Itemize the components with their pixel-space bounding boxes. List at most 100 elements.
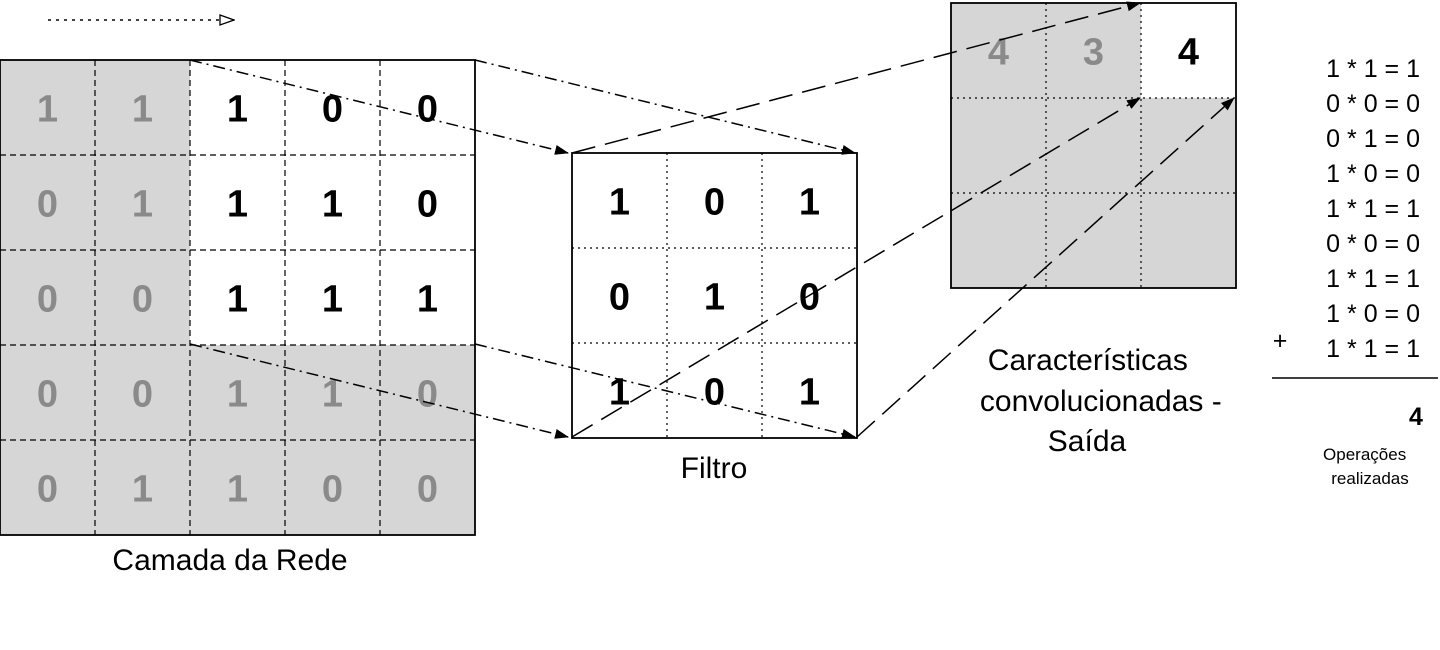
layer-cell: [380, 60, 475, 155]
filter-value: 1: [609, 372, 630, 414]
operation-line: 1 * 1 = 1: [1326, 55, 1420, 83]
connector-line: [571, 1, 1141, 154]
layer-value: 1: [227, 184, 248, 226]
layer-cell: [380, 155, 475, 250]
output-cell: [1141, 193, 1236, 288]
output-value: 4: [988, 32, 1009, 74]
layer-value: 1: [322, 184, 343, 226]
layer-value: 1: [227, 279, 248, 321]
operations-caption-line: realizadas: [1331, 469, 1409, 488]
output-label: Características convolucionadas - Saída: [980, 344, 1230, 458]
layer-border: [0, 59, 476, 536]
filter-border: [571, 152, 858, 439]
operations-caption: Operações realizadas: [1323, 445, 1411, 488]
layer-cell: [285, 440, 380, 535]
layer-cell: [190, 250, 285, 345]
layer-cell: [285, 60, 380, 155]
filter-value: 1: [704, 277, 725, 319]
filter-value: 1: [799, 372, 820, 414]
layer-cell: [285, 155, 380, 250]
filter-label: Filtro: [681, 452, 748, 485]
layer-cell: [190, 345, 285, 440]
output-cell: [951, 98, 1046, 193]
filter-cell: [667, 153, 762, 248]
layer-value: 1: [227, 374, 248, 416]
layer-value: 1: [132, 89, 153, 131]
output-border: [950, 2, 1237, 289]
layer-value: 0: [322, 469, 343, 511]
layer-value: 0: [37, 374, 58, 416]
output-label-line: convolucionadas -: [980, 385, 1222, 418]
operation-line: 1 * 0 = 0: [1326, 300, 1420, 328]
filter-value: 1: [799, 182, 820, 224]
layer-cell: [95, 155, 190, 250]
layer-value: 1: [132, 184, 153, 226]
layer-value: 1: [417, 279, 438, 321]
layer-value: 0: [322, 89, 343, 131]
layer-cell: [95, 250, 190, 345]
layer-cell: [95, 345, 190, 440]
filter-value: 0: [609, 277, 630, 319]
output-cell: [1141, 98, 1236, 193]
layer-cell: [380, 345, 475, 440]
layer-value: 0: [37, 469, 58, 511]
operations-list: 1 * 1 = 1 0 * 0 = 0 0 * 1 = 0 1 * 0 = 0 …: [1272, 55, 1438, 488]
layer-value: 1: [227, 89, 248, 131]
operations-caption-line: Operações: [1323, 445, 1406, 464]
filter-cell: [762, 343, 857, 438]
filter-cell: [572, 153, 667, 248]
filter-to-output-connectors: [571, 1, 1235, 438]
filter-value: 0: [704, 372, 725, 414]
operation-line: 1 * 1 = 1: [1326, 335, 1420, 363]
filter-cell: [762, 153, 857, 248]
layer-value: 1: [322, 279, 343, 321]
layer-value: 1: [227, 469, 248, 511]
output-cell: [1046, 98, 1141, 193]
output-value: 4: [1178, 32, 1199, 74]
output-label-line: Saída: [1048, 425, 1127, 458]
layer-cell: [0, 250, 95, 345]
operations-total: 4: [1409, 403, 1423, 431]
operation-line: 1 * 1 = 1: [1326, 265, 1420, 293]
filter-cell: [572, 248, 667, 343]
output-grid: 4 3 4: [950, 2, 1237, 289]
layer-value: 1: [322, 374, 343, 416]
output-cell: [951, 3, 1046, 98]
layer-cell: [95, 60, 190, 155]
output-cell: [1046, 193, 1141, 288]
output-value: 3: [1083, 32, 1104, 74]
operation-line: 0 * 1 = 0: [1326, 125, 1420, 153]
operation-line: 0 * 0 = 0: [1326, 230, 1420, 258]
layer-cell: [0, 440, 95, 535]
layer-cell: [285, 250, 380, 345]
layer-value: 0: [417, 469, 438, 511]
layer-value: 0: [132, 374, 153, 416]
filter-value: 0: [799, 277, 820, 319]
layer-value: 0: [37, 184, 58, 226]
layer-cell: [0, 155, 95, 250]
output-label-line: Características: [988, 344, 1188, 377]
layer-value: 0: [417, 89, 438, 131]
layer-value: 0: [417, 374, 438, 416]
network-layer-label: Camada da Rede: [112, 544, 347, 577]
layer-cell: [285, 345, 380, 440]
connector-line: [571, 97, 1141, 438]
connector-line: [189, 59, 569, 155]
layer-value: 0: [37, 279, 58, 321]
filter-cell: [667, 248, 762, 343]
filter-cell: [667, 343, 762, 438]
connector-line: [474, 59, 856, 155]
operation-line: 1 * 0 = 0: [1326, 160, 1420, 188]
layer-cell: [0, 60, 95, 155]
layer-cell: [0, 345, 95, 440]
connector-line: [189, 343, 569, 439]
layer-value: 0: [132, 279, 153, 321]
output-cell: [951, 193, 1046, 288]
layer-cell: [190, 60, 285, 155]
layer-cell: [190, 155, 285, 250]
layer-value: 1: [132, 469, 153, 511]
operation-line: 1 * 1 = 1: [1326, 195, 1420, 223]
